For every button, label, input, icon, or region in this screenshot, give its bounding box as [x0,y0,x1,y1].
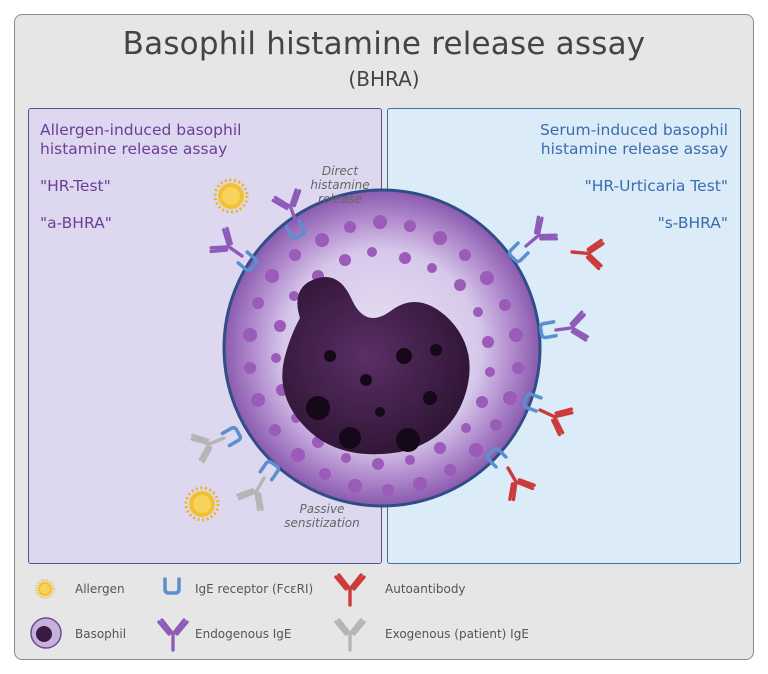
legend-receptor-icon [163,577,181,595]
right-alias-s-bhra: "s-BHRA" [657,214,728,232]
left-heading-line1: Allergen-induced basophil [40,121,242,139]
left-alias-a-bhra: "a-BHRA" [40,214,112,232]
legend-endogenous-ige-icon [157,618,189,652]
legend-exogenous-ige-icon [334,618,366,652]
figure-title: Basophil histamine release assay [122,26,646,62]
receptor-3 [220,424,244,448]
allergen-bottom [184,486,220,522]
legend-autoantibody-icon [334,573,366,607]
legend-autoantibody-label: Autoantibody [385,582,466,596]
legend-allergen-label: Allergen [75,582,125,596]
direct-release-label: Direct histamine release [310,164,370,206]
right-alias-hr-urticaria: "HR-Urticaria Test" [584,177,728,195]
right-heading-line1: Serum-induced basophil [539,121,728,139]
legend-exogenous-ige-label: Exogenous (patient) IgE [385,627,529,641]
passive-sensitization-label: Passive sensitization [284,502,360,530]
allergen-top [213,178,249,214]
legend-allergen-icon [35,579,55,599]
basophil-cell [222,188,542,508]
right-heading-line2: histamine release assay [540,140,728,158]
receptor-6 [538,320,558,340]
legend-receptor-label: IgE receptor (FcεRI) [195,582,314,596]
legend-endogenous-ige-label: Endogenous IgE [195,627,292,641]
legend-basophil-label: Basophil [75,627,127,641]
left-alias-hr-test: "HR-Test" [40,177,111,195]
figure-subtitle: (BHRA) [348,67,420,91]
legend-basophil-icon [30,617,62,649]
left-heading-line2: histamine release assay [40,140,228,158]
